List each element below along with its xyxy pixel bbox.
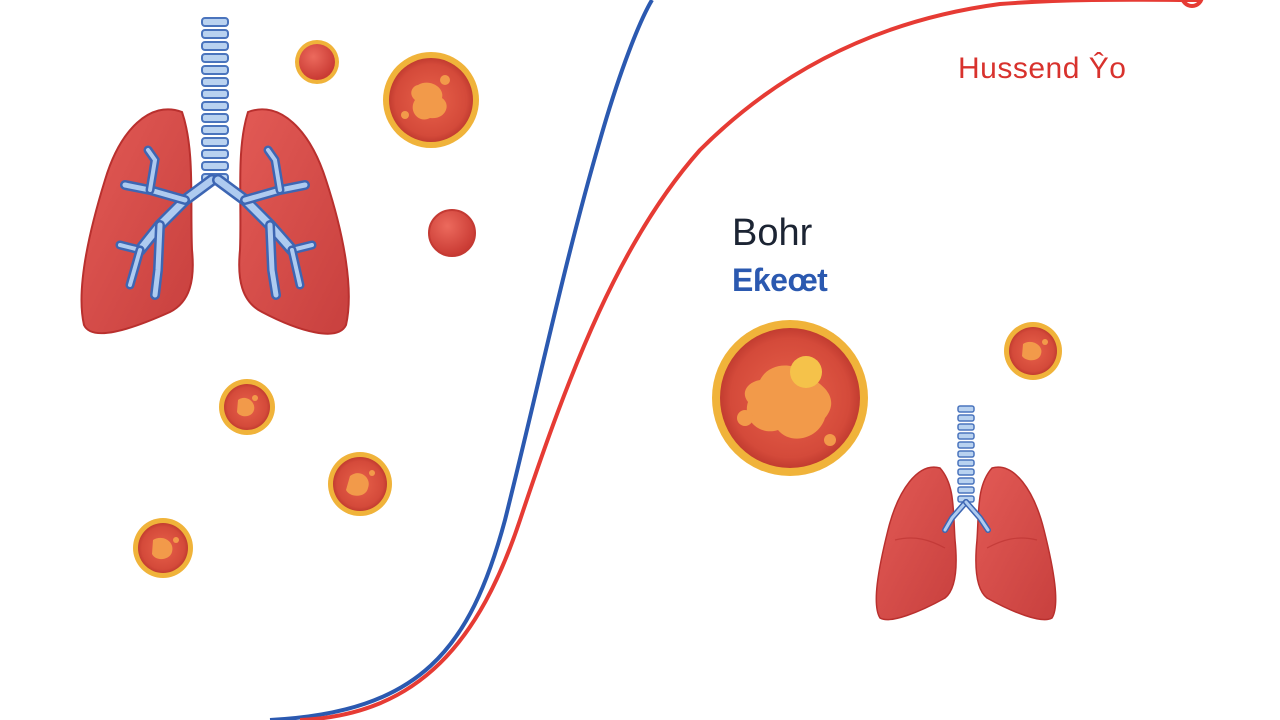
lungs-left — [80, 17, 350, 335]
small-right-lung-lobe — [975, 466, 1057, 621]
cell-left-2 — [328, 452, 392, 516]
left-lung-lobe — [80, 108, 194, 335]
red-dot-mid — [428, 209, 476, 257]
bronchi-left — [115, 145, 218, 300]
bohr-label: Bohr — [732, 212, 813, 254]
cell-large-center — [712, 320, 868, 476]
effect-label: Eƙeœt — [732, 262, 828, 298]
trachea-rings-small — [957, 405, 975, 503]
small-bronchi — [942, 499, 991, 533]
red-curve — [299, 0, 1200, 720]
top-right-label: Hussend Ŷo — [958, 52, 1127, 85]
bronchi-right — [212, 145, 317, 300]
cell-left-3 — [133, 518, 193, 578]
red-dot-top — [295, 40, 339, 84]
small-left-lung-lobe — [875, 466, 957, 621]
trachea-rings — [201, 17, 229, 183]
curve-end-marker — [1180, 0, 1204, 8]
cell-top-center — [383, 52, 479, 148]
blue-curve — [269, 0, 654, 720]
lungs-right — [875, 405, 1057, 621]
right-lung-lobe — [238, 108, 350, 335]
cell-left-1 — [219, 379, 275, 435]
cell-right-small — [1004, 322, 1062, 380]
